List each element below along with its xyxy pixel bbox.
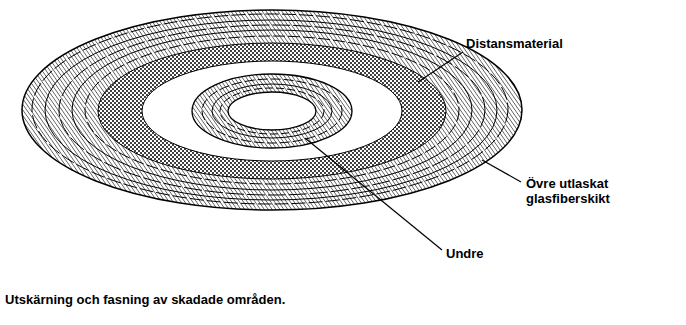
part-label: Övre utlaskat glasfiberskikt: [526, 176, 614, 206]
leader-lines: [305, 52, 521, 250]
caption: Utskärning och fasning av skadade område…: [5, 292, 285, 307]
outer-laminate-band: [22, 10, 522, 210]
part-label: Distansmaterial: [466, 36, 563, 51]
spacer-band: [98, 43, 446, 179]
cut-hole: [228, 92, 316, 130]
part-label: Undre: [446, 246, 484, 261]
inner-laminate-band: [192, 74, 352, 148]
gap-ring: [142, 61, 402, 161]
